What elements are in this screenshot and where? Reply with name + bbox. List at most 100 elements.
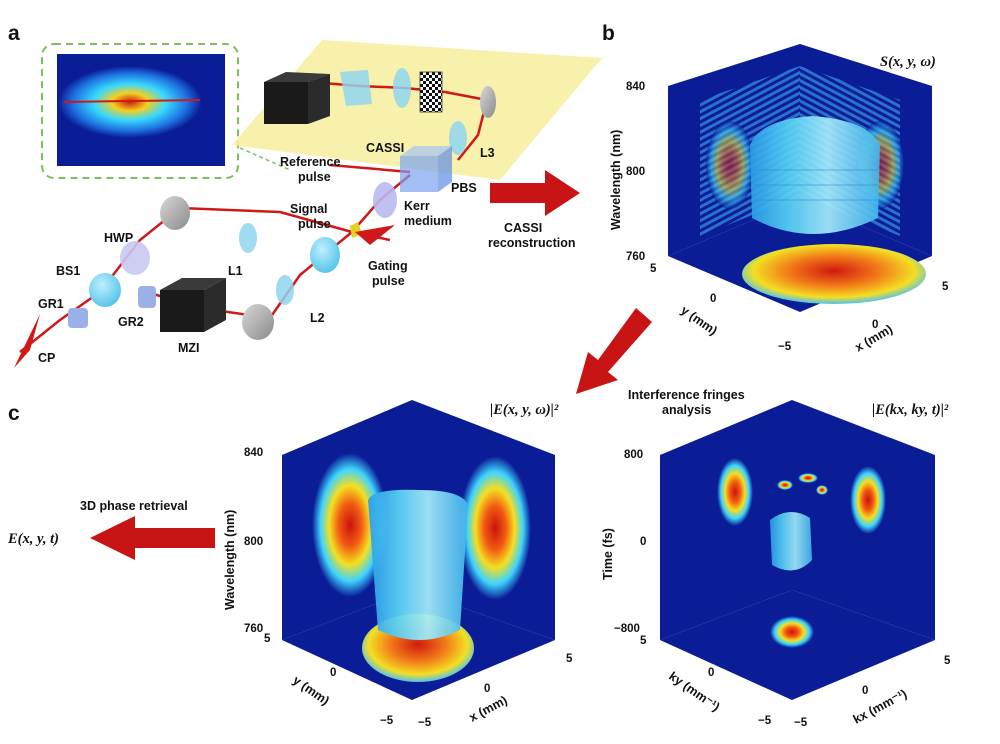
inset-border xyxy=(41,43,239,179)
cube-c-left-tick-800: 800 xyxy=(244,536,263,548)
label-mzi: MZI xyxy=(178,341,200,355)
panel-b-tick-760: 760 xyxy=(626,251,645,263)
label-kerr-2: medium xyxy=(404,214,452,228)
panel-b-ytick-m5: −5 xyxy=(778,341,792,353)
cube-c-left-xtick-5: 5 xyxy=(566,653,573,665)
panel-b-label: b xyxy=(602,22,615,45)
label-gating-1: Gating xyxy=(368,259,408,273)
cube-c-left-left-projection xyxy=(312,453,388,597)
arrow-left-icon xyxy=(90,516,215,560)
cube-c-right-x-label: kx (mm⁻¹) xyxy=(851,687,909,727)
cube-c-right: Interference fringes analysis |E(kx, ky,… xyxy=(601,388,951,729)
cassi-reconstruction-1: CASSI xyxy=(504,221,542,235)
speckle xyxy=(777,480,793,490)
fringes-analysis-1: Interference fringes xyxy=(628,388,745,402)
cube-c-left-tick-840: 840 xyxy=(244,447,263,459)
panel-b-y-label: y (mm) xyxy=(678,303,720,338)
label-gr2: GR2 xyxy=(118,315,144,329)
pbs-top xyxy=(400,146,452,156)
cube-c-left-title: |E(x, y, ω)|² xyxy=(490,402,559,418)
fringes-analysis-2: analysis xyxy=(662,403,711,417)
label-signal-1: Signal xyxy=(290,202,328,216)
cube-c-right-left-projection xyxy=(717,458,753,526)
label-gr1: GR1 xyxy=(38,297,64,311)
label-l1: L1 xyxy=(228,264,243,278)
panel-b: b S(x, y, ω) Wavelength (nm) 840 800 760… xyxy=(602,22,949,355)
cassi-reconstruction-arrow: CASSI reconstruction xyxy=(488,170,580,250)
hwp xyxy=(120,241,150,275)
camera-side xyxy=(308,74,330,124)
inset-fringe xyxy=(62,99,201,103)
gating-arrow xyxy=(355,225,395,245)
phase-retrieval-label: 3D phase retrieval xyxy=(80,499,188,513)
panel-b-tick-840: 840 xyxy=(626,81,645,93)
panel-b-title: S(x, y, ω) xyxy=(880,54,936,70)
cube-c-right-top-speckles xyxy=(777,473,828,495)
cube-c-right-floor-spot xyxy=(770,616,814,648)
cube-b-volume-striations xyxy=(754,169,878,201)
cube-c-right-xtick-0: 0 xyxy=(862,685,868,697)
input-beam xyxy=(19,290,101,353)
cube-c-right-xtick-5: 5 xyxy=(944,655,951,667)
label-kerr-1: Kerr xyxy=(404,199,430,213)
speckle xyxy=(816,485,828,495)
cube-c-right-ytick-5: 5 xyxy=(640,635,647,647)
cube-b-left-projection xyxy=(706,121,754,209)
cube-c-left-right-projection xyxy=(459,456,531,600)
panel-c-label: c xyxy=(8,402,20,425)
label-gating-2: pulse xyxy=(372,274,405,288)
signal-lens xyxy=(310,237,340,273)
cube-c-right-tick-0: 0 xyxy=(640,536,646,548)
panel-b-tick-800: 800 xyxy=(626,166,645,178)
cube-c-right-volume xyxy=(770,511,812,571)
cube-c-left-x-label: x (mm) xyxy=(467,693,510,725)
lens-l2-a xyxy=(276,275,294,305)
cube-c-right-vertical-label: Time (fs) xyxy=(601,528,615,580)
lens-l3 xyxy=(449,121,467,155)
panel-b-ytick-0: 0 xyxy=(710,293,716,305)
arrow-right-icon xyxy=(490,170,580,216)
cube-c-right-ytick-m5: −5 xyxy=(758,715,772,727)
arrow-down-left-icon xyxy=(576,308,652,394)
bs1 xyxy=(89,273,121,307)
label-hwp: HWP xyxy=(104,231,133,245)
panel-b-vertical-label: Wavelength (nm) xyxy=(609,130,623,230)
cube-c-right-xtick-m5: −5 xyxy=(794,717,808,729)
cube-c-left-volume xyxy=(368,489,468,640)
cassi-camera xyxy=(264,82,308,124)
cube-c-left-xtick-0: 0 xyxy=(484,683,490,695)
label-signal-2: pulse xyxy=(298,217,331,231)
camera-top xyxy=(264,72,330,82)
camera-inset xyxy=(41,43,291,179)
cube-c-right-ytick-0: 0 xyxy=(708,667,714,679)
gr2 xyxy=(138,286,156,308)
phase-retrieval-arrow: 3D phase retrieval E(x, y, t) xyxy=(7,499,215,560)
cassi-mirror xyxy=(480,86,496,118)
cube-c-right-title: |E(kx, ky, t)|² xyxy=(872,402,949,418)
cube-c-right-right-projection xyxy=(850,466,886,534)
panel-b-xtick-0: 0 xyxy=(872,319,878,331)
cube-c-left: |E(x, y, ω)|² Wavelength (nm) 840 800 76… xyxy=(223,400,573,729)
label-pbs: PBS xyxy=(451,181,477,195)
pbs-side xyxy=(438,146,452,192)
label-cp: CP xyxy=(38,351,55,365)
label-bs1: BS1 xyxy=(56,264,80,278)
prism xyxy=(340,70,372,106)
panel-a-label: a xyxy=(8,22,20,45)
cube-c-right-tick-800: 800 xyxy=(624,449,643,461)
label-reference-2: pulse xyxy=(298,170,331,184)
label-cassi: CASSI xyxy=(366,141,404,155)
cube-c-left-ytick-5: 5 xyxy=(264,633,271,645)
cube-c-left-ytick-0: 0 xyxy=(330,667,336,679)
panel-c: c 3D phase retrieval E(x, y, t) |E(x, y,… xyxy=(7,388,951,729)
inset-connector xyxy=(239,147,291,171)
cube-c-left-y-label: y (mm) xyxy=(290,673,332,708)
speckle xyxy=(798,473,818,483)
cube-c-left-ytick-m5: −5 xyxy=(380,715,394,727)
mirror-l2 xyxy=(242,304,274,340)
cube-b-volume xyxy=(750,116,880,234)
kerr-medium xyxy=(373,182,397,218)
mzi-box xyxy=(160,290,204,332)
cube-b-floor-disk xyxy=(742,244,926,304)
